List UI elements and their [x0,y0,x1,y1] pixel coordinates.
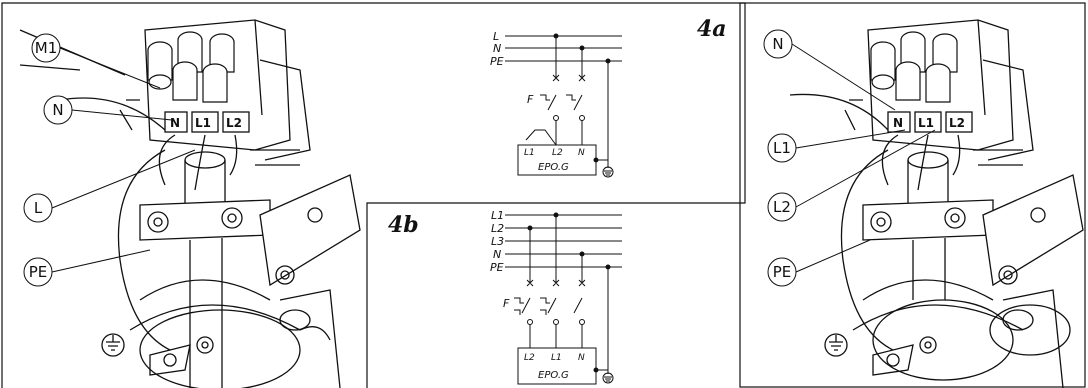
4a-line-l: L [493,30,499,43]
4b-switch-f: F [503,297,510,310]
callout-pe-left: PE [29,263,48,281]
ground-symbol-icon [101,333,125,357]
4b-line-n: N [493,248,501,261]
4b-term-l1: L1 [551,353,562,363]
4a-box-label: EPO.G [538,162,569,173]
left-terminal-n: N [170,116,180,130]
ground-symbol-4b-icon [602,372,614,384]
diagram-4a-wiring [505,33,622,178]
callout-n-left: N [52,101,63,119]
right-terminal-l2: L2 [949,116,965,130]
left-terminal-l2: L2 [226,116,242,130]
callout-m1: M1 [35,39,58,57]
4a-switch-f: F [527,93,534,106]
4b-line-l1: L1 [491,209,504,222]
4a-term-l1: L1 [524,148,535,158]
4b-term-n: N [578,353,585,363]
figure-label-4b: 4b [388,212,419,238]
callout-pe-right: PE [773,263,792,281]
right-terminal-illustration [789,19,1084,388]
right-callouts [763,29,936,287]
4a-line-n: N [493,42,501,55]
callout-l-left: L [34,199,43,217]
left-callouts [23,33,196,287]
4b-line-pe: PE [490,261,504,274]
right-terminal-l1: L1 [918,116,934,130]
4a-line-pe: PE [490,55,504,68]
right-terminal-n: N [893,116,903,130]
4b-line-l2: L2 [491,222,504,235]
callout-l2-right: L2 [773,198,791,216]
callout-n-right: N [772,35,783,53]
callout-l1-right: L1 [773,139,791,157]
left-terminal-illustration [19,19,361,388]
figure-label-4a: 4a [697,16,727,42]
4a-term-l2: L2 [552,148,563,158]
ground-symbol-right-icon [824,333,848,357]
left-terminal-l1: L1 [195,116,211,130]
4b-term-l2: L2 [524,353,535,363]
ground-symbol-4a-icon [602,166,614,178]
4b-box-label: EPO.G [538,370,569,381]
4b-line-l3: L3 [491,235,504,248]
4a-term-n: N [578,148,585,158]
diagram-4b-wiring [505,212,622,385]
